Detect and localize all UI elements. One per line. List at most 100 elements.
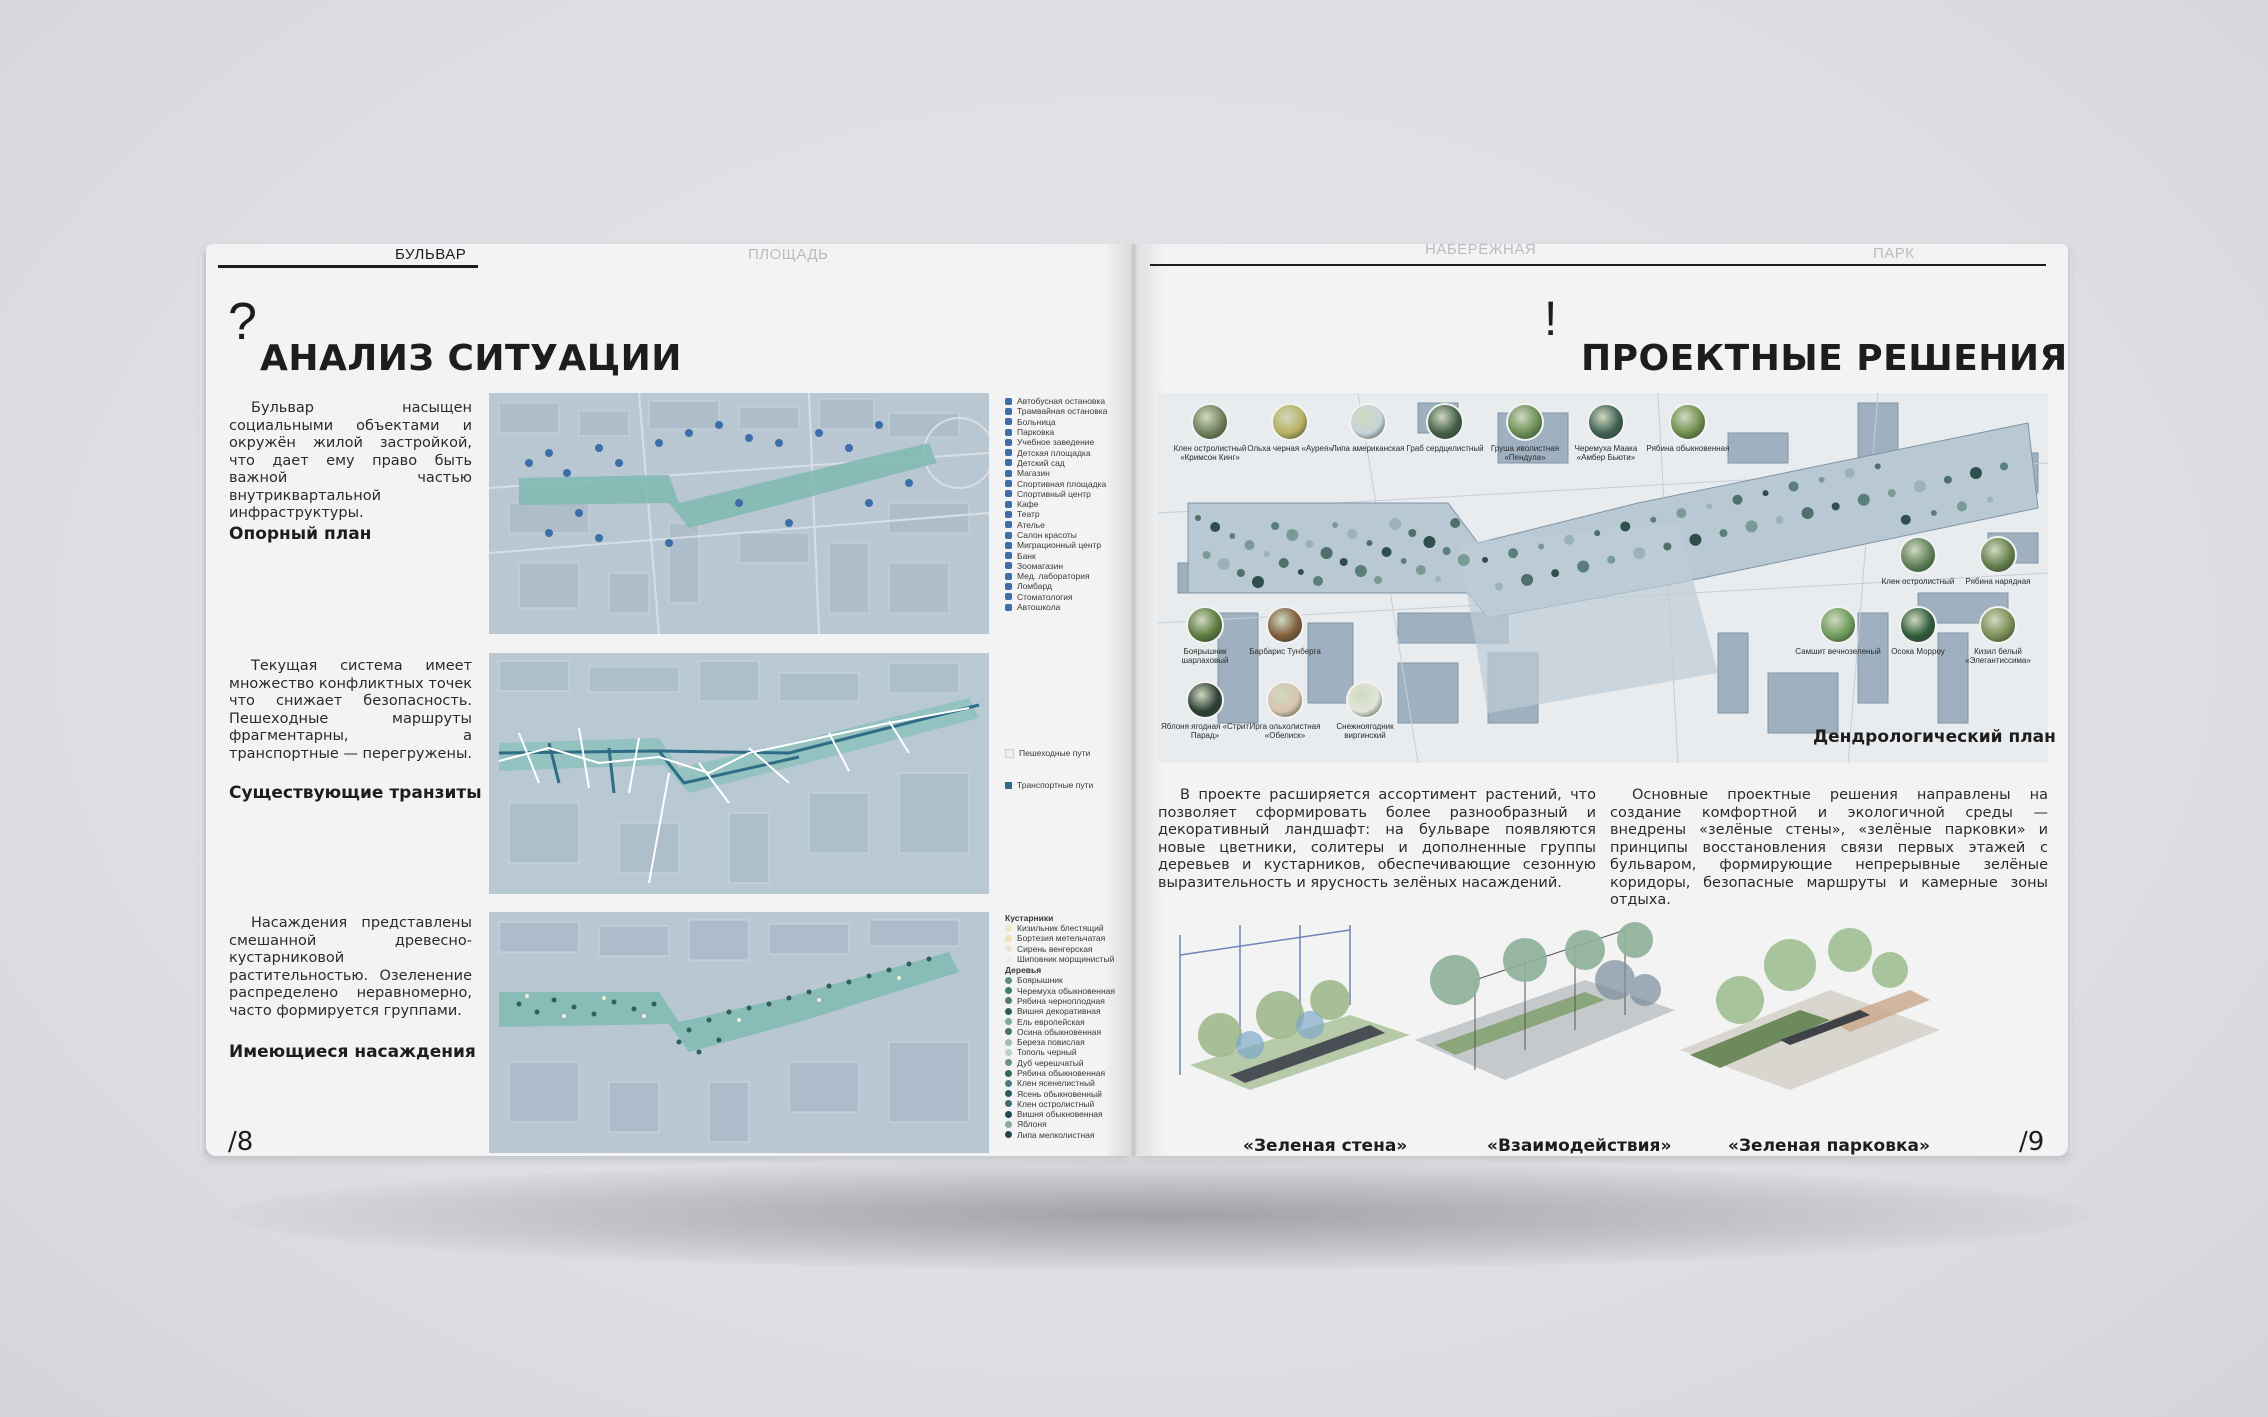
page-number-left: /8 (228, 1127, 254, 1157)
tree-symbol (1930, 510, 1937, 517)
legend-tree-label: Вишня обыкновенная (1017, 1109, 1103, 1120)
legend-trees-title-label: Деревья (1005, 964, 1042, 975)
tree-symbol (1381, 547, 1392, 557)
tree-symbol (1801, 507, 1814, 520)
nav-embankment[interactable]: НАБЕРЕЖНАЯ (1425, 241, 1537, 258)
tree-symbol (1538, 543, 1545, 550)
poi-icon (1005, 510, 1012, 518)
tree-symbol (1495, 582, 1504, 591)
plant-swatch (1005, 1079, 1012, 1087)
legend-item: Автошкола (1005, 602, 1107, 612)
nav-boulevard[interactable]: БУЛЬВАР (395, 246, 467, 263)
legend-tree: Боярышник (1005, 975, 1115, 985)
legend-tree: Клен остролистный (1005, 1099, 1115, 1109)
legend-item-label: Банк (1017, 550, 1036, 561)
poi-icon (1005, 418, 1012, 426)
legend-shrub: Шиповник морщинистый (1005, 954, 1115, 964)
legend-tree-label: Яблоня (1017, 1119, 1047, 1130)
tree-symbol (1745, 520, 1758, 533)
plant-photo-circle (1669, 403, 1707, 441)
legend-shrub-label: Бортезия метельчатая (1017, 933, 1106, 944)
plant-photo-circle (1979, 536, 2017, 574)
poi-icon (1005, 531, 1012, 539)
plant-label: Клен остролистный «Кримсон Кинг» (1173, 444, 1247, 462)
legend-tree: Рябина обыкновенная (1005, 1068, 1115, 1078)
tree-symbol (1663, 542, 1672, 551)
plant-label: Ирга ольхолистная «Обелиск» (1249, 722, 1321, 740)
page-title-analysis: АНАЛИЗ СИТУАЦИИ (260, 338, 682, 379)
tree-symbol (1263, 551, 1270, 557)
caption-green-parking: «Зеленая парковка» (1728, 1136, 1930, 1156)
plant-photo-circle (1191, 403, 1229, 441)
poi-icon (1005, 603, 1012, 611)
tree-symbol (1347, 529, 1358, 539)
transits-legend: Пешеходные пути Транспортные пути (1005, 748, 1093, 791)
tree-symbol (1508, 548, 1519, 559)
plant-label: Ольха черная «Аурея» (1247, 444, 1333, 453)
pedestrian-swatch (1005, 748, 1014, 758)
plant-swatch (1005, 1131, 1012, 1139)
plantings-map (489, 912, 989, 1153)
plant-swatch (1005, 997, 1012, 1005)
legend-shrub: Кизильник блестящий (1005, 923, 1115, 933)
poi-icon (1005, 593, 1012, 601)
tree-symbol (1271, 522, 1280, 530)
legend-tree-label: Ель европейская (1017, 1016, 1085, 1027)
poi-icon (1005, 449, 1012, 457)
legend-shrub-label: Шиповник морщинистый (1017, 954, 1115, 965)
plant-swatch (1005, 1048, 1012, 1056)
plant-swatch (1005, 1028, 1012, 1036)
illustration-green-parking (1680, 920, 1940, 1095)
tree-symbol (1313, 576, 1323, 586)
tree-symbol (1564, 534, 1575, 545)
legend-shrub: Бортезия метельчатая (1005, 933, 1115, 943)
nav-square[interactable]: ПЛОЩАДЬ (748, 246, 829, 263)
tree-symbol (1457, 554, 1470, 566)
poi-icon (1005, 438, 1012, 446)
legend-transport: Транспортные пути (1005, 780, 1093, 790)
tree-symbol (1719, 529, 1728, 538)
legend-shrub-label: Сирень венгерская (1017, 943, 1093, 954)
poi-icon (1005, 397, 1012, 405)
poi-icon (1005, 480, 1012, 488)
nav-park[interactable]: ПАРК (1873, 245, 1915, 262)
tree-symbol (1252, 576, 1264, 588)
tree-symbol (1818, 476, 1825, 483)
legend-item: Автобусная остановка (1005, 396, 1107, 406)
legend-item: Ателье (1005, 520, 1107, 530)
section-heading-2: Существующие транзиты (229, 783, 482, 803)
plant-photo-circle (1349, 403, 1387, 441)
plant-label: Самшит вечнозеленый (1795, 647, 1881, 656)
exclamation-mark: ! (1544, 293, 1558, 346)
tree-symbol (1676, 508, 1687, 519)
tree-symbol (1831, 502, 1840, 511)
legend-shrubs-title-label: Кустарники (1005, 912, 1054, 923)
transits-map (489, 653, 989, 894)
section-heading-3: Имеющиеся насаждения (229, 1042, 476, 1062)
legend-transport-label: Транспортные пути (1017, 780, 1094, 791)
legend-item-label: Ломбард (1017, 581, 1052, 592)
plant-swatch (1005, 1110, 1012, 1118)
plant-sample: Барбарис Тунберга (1240, 606, 1330, 656)
tree-symbol (1236, 569, 1245, 577)
legend-pedestrian: Пешеходные пути (1005, 748, 1093, 758)
legend-item-label: Кафе (1017, 499, 1039, 510)
reference-plan-map (489, 393, 989, 634)
nav-active-underline (218, 265, 478, 268)
tree-symbol (1633, 547, 1646, 560)
legend-pedestrian-label: Пешеходные пути (1019, 748, 1091, 759)
legend-item-label: Магазин (1017, 468, 1050, 479)
poi-icon (1005, 541, 1012, 549)
plant-swatch (1005, 1018, 1012, 1026)
legend-tree-label: Черемуха обыкновенная (1017, 985, 1115, 996)
tree-symbol (1332, 522, 1339, 528)
legend-tree-label: Боярышник (1017, 975, 1063, 986)
tree-symbol (1887, 489, 1896, 498)
plant-photo-circle (1266, 681, 1304, 719)
legend-item: Парковка (1005, 427, 1107, 437)
section-text-2: Текущая система имеет множество конфликт… (229, 658, 473, 762)
dendrological-plan-title: Дендрологический план (1813, 727, 2056, 747)
legend-tree: Ель европейская (1005, 1016, 1115, 1027)
tree-symbol (1844, 468, 1855, 479)
